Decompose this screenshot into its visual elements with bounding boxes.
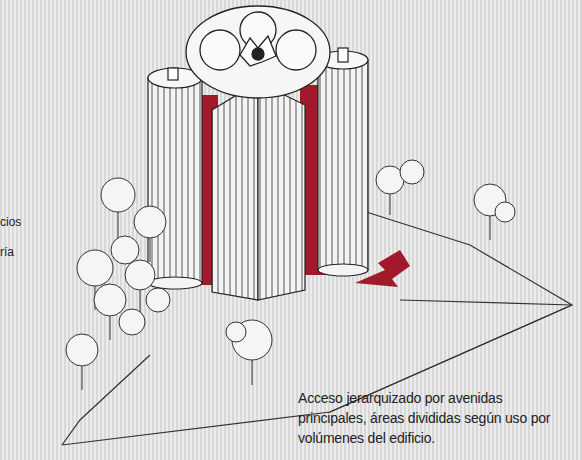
left-cylinder [148,68,202,289]
cut-label: cios [0,215,21,229]
caption-text: Acceso jerarquizado por avenidas princip… [298,388,570,448]
access-arrow [355,250,410,287]
central-volume [212,82,305,300]
roof-disc [186,6,330,98]
right-cylinder [318,48,368,276]
cut-label: ría [0,245,14,259]
trees [66,160,515,390]
